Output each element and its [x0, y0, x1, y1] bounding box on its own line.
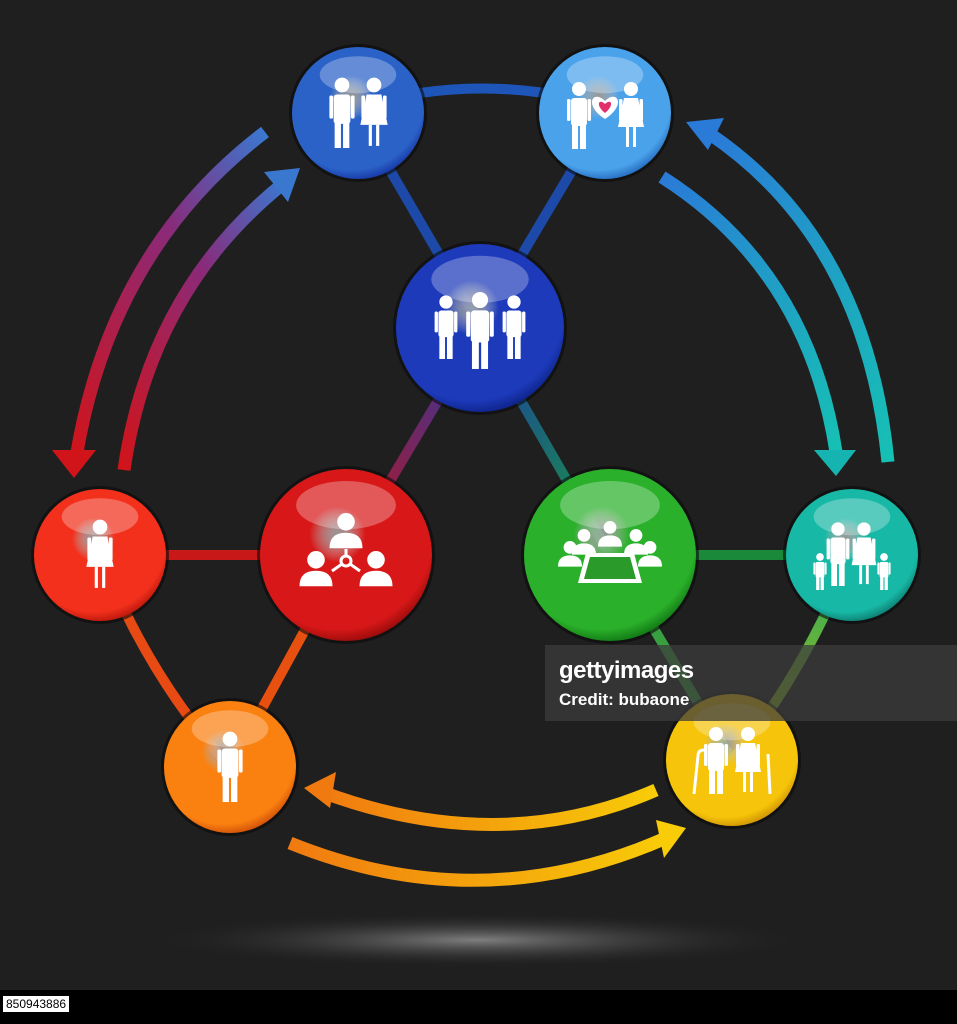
network-diagram: [31, 44, 921, 968]
node-couple: [289, 44, 427, 182]
cycle-arrows: [52, 118, 895, 887]
node-highlight: [191, 710, 269, 748]
node-sphere: [666, 694, 798, 826]
image-id-label: 850943886: [3, 996, 70, 1012]
couple-icon: [329, 77, 388, 148]
node-family: [783, 486, 921, 624]
family-icon: [813, 522, 891, 590]
arrow-right-outer-shaft: [706, 128, 895, 463]
arrow-bottom-outer-shaft: [287, 832, 669, 887]
senior-couple-icon: [692, 727, 772, 795]
link-couple-love: [415, 83, 550, 98]
node-highlight: [296, 481, 396, 530]
meeting-table-icon: [558, 521, 662, 583]
node-highlight: [431, 255, 529, 303]
node-love: [536, 44, 674, 182]
node-man: [161, 698, 299, 836]
arrow-right-inner-shaft: [658, 171, 843, 453]
node-seniors: [663, 691, 801, 829]
arrow-left-outer-shaft: [69, 126, 269, 460]
node-sphere: [292, 47, 424, 179]
arrow-bottom-inner-shaft: [319, 784, 659, 831]
woman-icon: [86, 519, 114, 588]
arrow-left-inner-shaft: [117, 177, 289, 471]
watermark-banner: gettyimages Credit: bubaone: [545, 645, 957, 721]
node-meeting: [521, 466, 699, 644]
man-icon: [217, 731, 243, 802]
node-highlight: [566, 56, 644, 94]
nodes: [31, 44, 921, 836]
couple-love-heart-icon: [567, 82, 644, 149]
node-highlight: [560, 481, 660, 530]
node-team: [393, 241, 567, 415]
node-highlight: [61, 498, 139, 536]
arrow-right-inner-head: [814, 450, 856, 476]
people-network-icon: [299, 513, 393, 587]
arrow-left-outer-head: [52, 450, 96, 478]
node-network: [257, 466, 435, 644]
floor-reflection: [148, 912, 808, 968]
node-highlight: [319, 56, 397, 94]
node-woman: [31, 486, 169, 624]
arrow-left-inner-head: [264, 168, 300, 202]
arrow-right-outer-head: [686, 118, 724, 150]
arrow-bottom-inner-head: [304, 772, 336, 808]
watermark-logo: gettyimages: [559, 657, 694, 684]
business-team-icon: [434, 291, 526, 369]
watermark-credit: Credit: bubaone: [559, 690, 690, 709]
arrow-bottom-outer-head: [656, 820, 686, 858]
node-highlight: [813, 498, 891, 536]
